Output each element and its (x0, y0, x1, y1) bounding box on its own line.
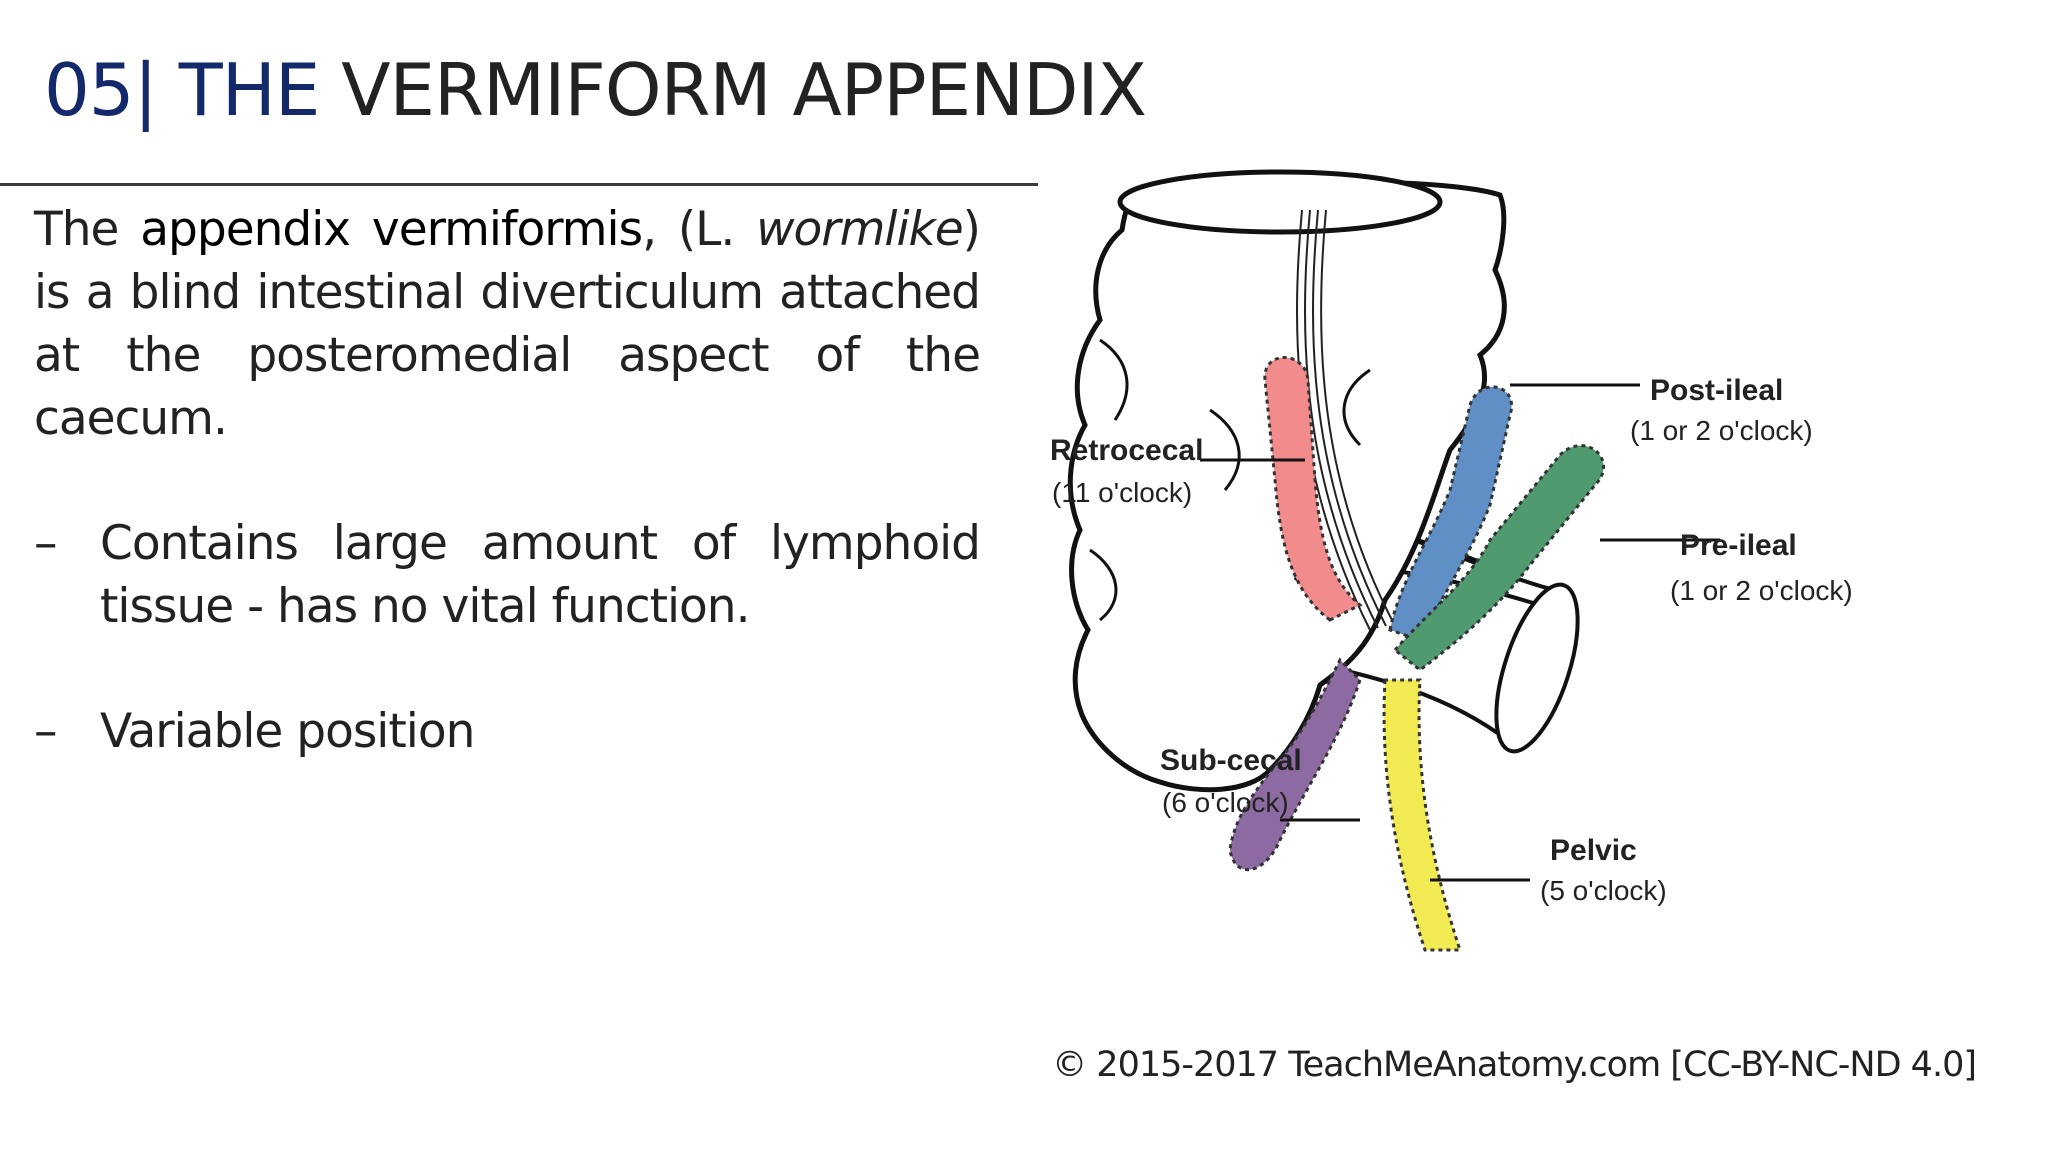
bullet-item: –Variable position (34, 700, 980, 763)
haustra-fold (1089, 548, 1118, 622)
bullet-text: Variable position (100, 704, 475, 759)
intro-term: appendix vermiformis (140, 202, 643, 257)
intro-latin: wormlike (756, 202, 964, 257)
sub-cecal-appendix (1228, 657, 1362, 872)
taenia-coli (1312, 209, 1387, 627)
pelvic-clock: (5 o'clock) (1540, 875, 1667, 906)
post-ileal-label: Post-ileal (1650, 374, 1783, 407)
sub-cecal-clock: (6 o'clock) (1162, 787, 1289, 818)
body-text: The appendix vermiformis, (L. wormlike) … (34, 198, 981, 825)
pre-ileal-clock: (1 or 2 o'clock) (1670, 575, 1853, 606)
bullet-text: Contains large amount of lymphoid tissue… (100, 516, 981, 634)
slide-title: 05| THE VERMIFORM APPENDIX (44, 40, 1147, 140)
appendix-position-diagram: Retrocecal (11 o'clock) Post-ileal (1 or… (1040, 160, 2035, 1005)
pelvic-label: Pelvic (1550, 834, 1637, 867)
haustra-fold (1099, 338, 1129, 421)
title-rest: VERMIFORM APPENDIX (341, 48, 1147, 132)
haustra-fold (1342, 368, 1371, 447)
sub-cecal-label: Sub-cecal (1160, 744, 1302, 777)
taenia-coli (1320, 209, 1395, 625)
copyright-notice: © 2015-2017 TeachMeAnatomy.com [CC-BY-NC… (1052, 1045, 1977, 1085)
bullet-dash: – (34, 704, 57, 759)
bullet-item: –Contains large amount of lymphoid tissu… (34, 512, 981, 638)
intro-paragraph: The appendix vermiformis, (L. wormlike) … (34, 198, 981, 450)
taenia-coli (1304, 209, 1379, 629)
pre-ileal-appendix (1392, 444, 1605, 672)
retrocecal-label: Retrocecal (1050, 434, 1203, 467)
title-divider (0, 183, 1038, 186)
intro-before: The (34, 202, 141, 257)
haustra-fold (1209, 408, 1241, 491)
pre-ileal-label: Pre-ileal (1680, 529, 1797, 562)
ileum-opening (1494, 582, 1580, 754)
post-ileal-clock: (1 or 2 o'clock) (1630, 415, 1813, 446)
retrocecal-clock: (11 o'clock) (1052, 477, 1192, 508)
title-accent-word: THE (178, 48, 321, 132)
post-ileal-appendix (1388, 385, 1514, 642)
intro-middle: , (L. (642, 202, 757, 257)
colon-top-opening (1117, 169, 1443, 235)
bullet-list: –Contains large amount of lymphoid tissu… (34, 512, 981, 763)
title-number: 05| (44, 48, 158, 132)
intro-after: ) is a blind intestinal diverticulum att… (34, 202, 981, 446)
pelvic-appendix (1382, 678, 1463, 952)
retrocecal-appendix (1263, 356, 1363, 622)
bullet-dash: – (34, 516, 57, 571)
